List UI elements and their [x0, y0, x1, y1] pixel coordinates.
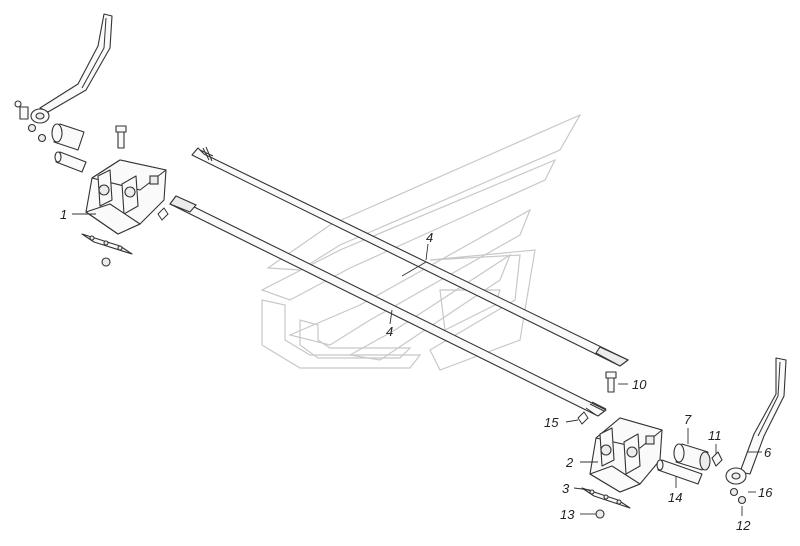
watermark-logo — [260, 113, 582, 371]
callout-16: 16 — [758, 485, 773, 500]
callout-15: 15 — [544, 415, 559, 430]
callout-3: 3 — [562, 481, 570, 496]
left-bolt — [115, 125, 127, 149]
callout-14: 14 — [668, 490, 682, 505]
right-pin — [656, 459, 703, 485]
right-plate — [581, 487, 631, 509]
lever-right — [725, 357, 787, 485]
callout-10: 10 — [632, 377, 647, 392]
callout-12: 12 — [736, 518, 751, 533]
callout-7: 7 — [684, 412, 692, 427]
callout-2: 2 — [565, 455, 574, 470]
callout-13: 13 — [560, 507, 575, 522]
callout-1: 1 — [60, 207, 67, 222]
right-sleeve — [673, 443, 711, 471]
left-plate — [81, 233, 133, 255]
callout-4-lower: 4 — [386, 324, 393, 339]
callout-6: 6 — [764, 445, 772, 460]
right-small-fasteners — [711, 451, 747, 505]
right-bolt — [605, 371, 617, 393]
rod-lower — [169, 195, 607, 417]
bracket-right — [589, 417, 663, 493]
bracket-left — [85, 159, 167, 235]
left-small-fasteners — [14, 100, 47, 143]
left-sleeve — [51, 123, 87, 173]
left-cotter-pin — [157, 207, 169, 221]
rod-upper — [191, 146, 630, 367]
lever-left — [30, 13, 113, 124]
right-nut — [595, 509, 605, 519]
callout-4-upper: 4 — [426, 230, 433, 245]
callout-11: 11 — [708, 428, 722, 443]
leader-lines — [72, 213, 762, 516]
right-cotter-pin — [577, 411, 589, 425]
left-nut — [101, 257, 111, 267]
